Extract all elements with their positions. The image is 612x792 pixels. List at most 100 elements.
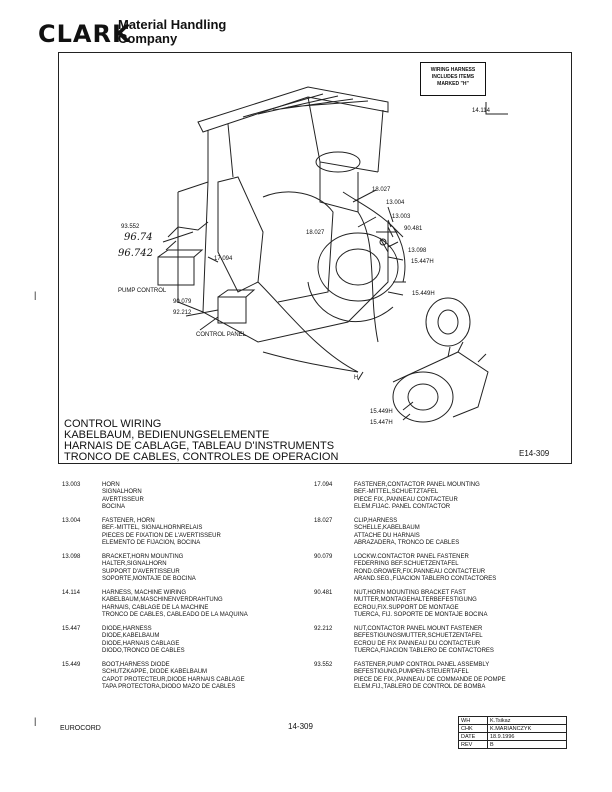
revision-value: K.Tsikaz (487, 716, 567, 725)
part-description-line: CAPOT PROTECTEUR,DIODE HARNAIS CABLAGE (102, 676, 245, 683)
footer-brand: EUROCORD (60, 725, 101, 732)
part-number: 93.552 (314, 662, 333, 669)
revision-label: REV (458, 740, 488, 749)
wiring-note-line: MARKED "H" (437, 81, 469, 87)
part-description-line: LOCKW.CONTACTOR PANEL FASTENER (354, 554, 469, 561)
part-description-line: ELEMENTO DE FIJACION, BOCINA (102, 540, 201, 547)
callout-18027: 18.027 (306, 230, 325, 236)
callout-15447h: 15.447H (370, 420, 393, 426)
part-description-line: HARNESS, MACHINE WIRING (102, 590, 187, 597)
part-description-line: NUT,CONTACTOR PANEL MOUNT FASTENER (354, 626, 483, 633)
part-description-line: SUPPORT D'AVERTISSEUR (102, 568, 180, 575)
callout-15449h: 15.449H (412, 291, 435, 297)
part-description-line: HARNAIS, CABLAGE DE LA MACHINE (102, 604, 209, 611)
revision-value: K.MARIANCZYK (487, 724, 567, 733)
callout-14114: 14.114 (472, 108, 490, 114)
part-description-line: BOCINA (102, 504, 126, 511)
part-description-line: TAPA PROTECTORA,DIODO MAZO DE CABLES (102, 684, 236, 691)
title-line: HARNAIS DE CABLAGE, TABLEAU D'INSTRUMENT… (64, 440, 335, 452)
part-description-line: FASTENER,CONTACTOR PANEL MOUNTING (354, 482, 480, 488)
part-description-line: NUT,HORN MOUNTING BRACKET FAST (354, 590, 466, 597)
wiring-harness-note: WIRING HARNESS INCLUDES ITEMS MARKED "H" (420, 62, 486, 96)
part-description-line: PIECES DE FIXATION DE L'AVERTISSEUR (102, 532, 221, 539)
part-description-line: ROND.GROWER,FIX.PANNEAU CONTACTEUR (354, 568, 486, 575)
revision-label: DATE (458, 732, 488, 741)
callout-93552: 93.552 (121, 224, 140, 230)
part-description-line: ARAND.SEG.,FIJACION TABLERO CONTACTORES (354, 576, 497, 583)
part-description-line: DIODE,KABELBAUM (102, 633, 160, 640)
part-description-line: TUERCA,FIJACION TABLERO DE CONTACTORES (354, 648, 494, 655)
part-description-line: MUTTER,MONTAGEHALTERBEFESTIGUNG (354, 597, 477, 604)
part-number: 90.481 (314, 590, 333, 597)
revision-value: 18.9.1996 (487, 732, 567, 741)
revision-value: B (487, 740, 567, 749)
part-number: 13.098 (62, 554, 81, 561)
part-number: 15.449 (62, 662, 81, 669)
part-description-line: HALTER,SIGNALHORN (102, 561, 167, 568)
wiring-note-line: WIRING HARNESS (430, 67, 476, 73)
part-description-line: BEFESTIGUNGSMUTTER,SCHUETZENTAFEL (354, 633, 483, 640)
margin-tick: | (34, 290, 37, 300)
callout-15447h: 15.447H (411, 259, 434, 265)
callout-13004: 13.004 (386, 200, 405, 206)
part-description-line: SCHUTZKAPPE, DIODE KABELBAUM (102, 669, 208, 676)
figure-number: E14-309 (519, 449, 550, 458)
part-description-line: DIODE,HARNAIS CABLAGE (102, 640, 180, 647)
part-description-line: BEF.-MITTEL,SCHUETZTAFEL (354, 489, 439, 496)
callout-15449h: 15.449H (370, 409, 393, 415)
callout-17094: 17.094 (214, 256, 233, 262)
part-description-line: BEF.-MITTEL, SIGNALHORNRELAIS (102, 525, 203, 532)
company-logo: CLARK (38, 20, 132, 48)
diagram-title: CONTROL WIRING KABELBAUM, BEDIENUNGSELEM… (64, 419, 338, 463)
part-description-line: ABRAZADERA, TRONCO DE CABLES (354, 540, 460, 547)
title-line: TRONCO DE CABLES, CONTROLES DE OPERACION (64, 451, 339, 463)
diagram-frame (58, 52, 572, 464)
title-line: KABELBAUM, BEDIENUNGSELEMENTE (64, 429, 270, 441)
part-description-line: ECROU DE FIX PANNEAU DU CONTACTEUR (354, 640, 481, 647)
part-description-line: BOOT,HARNESS DIODE (102, 662, 170, 669)
part-number: 14.114 (62, 590, 80, 597)
part-number: 92.212 (314, 626, 333, 633)
part-entry: 92.212 NUT,CONTACTOR PANEL MOUNT FASTENER… (314, 626, 584, 656)
part-description-line: CLIP,HARNESS (354, 518, 398, 525)
callout-h: H (354, 375, 359, 381)
callout-90481: 90.481 (404, 226, 423, 232)
part-description-line: BRACKET,HORN MOUNTING (102, 554, 184, 561)
part-description-line: TRONCO DE CABLES, CABLEADO DE LA MAQUINA (102, 612, 248, 619)
margin-tick: | (34, 716, 37, 726)
part-description-line: HORN (102, 482, 120, 488)
part-description-line: FASTENER,PUMP CONTROL PANEL ASSEMBLY (354, 662, 490, 669)
callout-18027: 18.027 (372, 187, 391, 193)
callout-92212: 92.212 (173, 310, 192, 316)
part-entry: 93.552 FASTENER,PUMP CONTROL PANEL ASSEMB… (314, 662, 584, 692)
callout-13098: 13.098 (408, 248, 427, 254)
part-number: 15.447 (62, 626, 81, 633)
company-name-line1: Material Handling (118, 17, 227, 32)
part-description-line: DIODE,HARNESS (102, 626, 152, 633)
callout-13003: 13.003 (392, 214, 411, 220)
part-description-line: PIECE DE FIX.,PANNEAU DE COMMANDE DE POM… (354, 676, 506, 683)
part-description-line: ELEM.FIJ.,TABLERO DE CONTROL DE BOMBA (354, 684, 486, 691)
part-description-line: SOPORTE,MONTAJE DE BOCINA (102, 576, 196, 583)
